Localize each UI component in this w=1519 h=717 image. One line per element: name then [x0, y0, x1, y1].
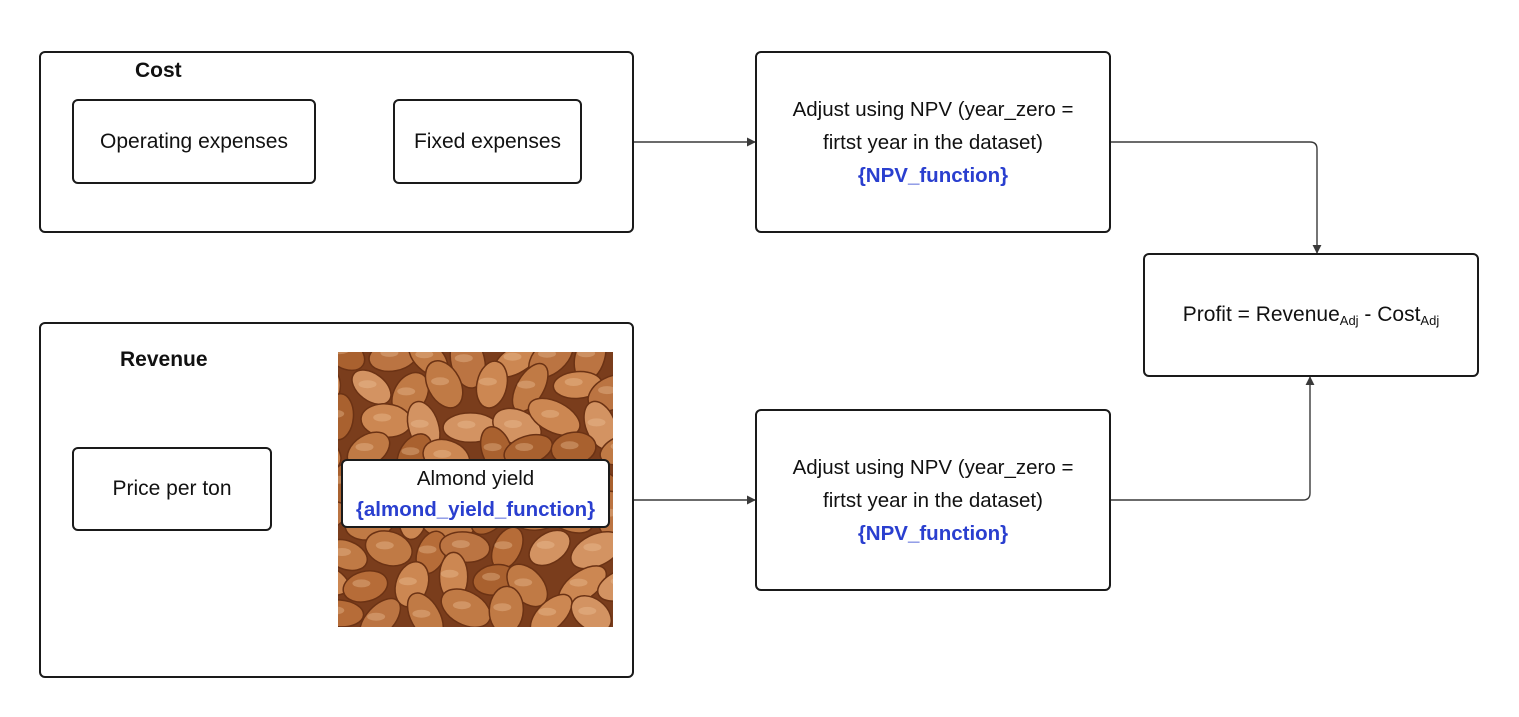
operating-expenses-box: Operating expenses — [72, 99, 316, 184]
arrow-npv-cost-to-profit — [1110, 141, 1322, 254]
npv-revenue-function: {NPV_function} — [857, 521, 1009, 545]
arrow-npv-revenue-to-profit — [1110, 376, 1315, 501]
fixed-expenses-box: Fixed expenses — [393, 99, 582, 184]
cost-adj-subscript: Adj — [1420, 313, 1440, 328]
npv-cost-line1: Adjust using NPV (year_zero = — [792, 97, 1074, 121]
almond-yield-function: {almond_yield_function} — [355, 497, 596, 521]
npv-cost-function: {NPV_function} — [857, 163, 1009, 187]
profit-formula: Profit = RevenueAdj - CostAdj — [1183, 303, 1439, 327]
npv-cost-line2: firtst year in the dataset) — [823, 130, 1043, 154]
npv-revenue-box: Adjust using NPV (year_zero = firtst yea… — [755, 409, 1111, 591]
npv-revenue-line2: firtst year in the dataset) — [823, 488, 1043, 512]
revenue-title: Revenue — [120, 348, 208, 371]
npv-revenue-line1: Adjust using NPV (year_zero = — [792, 455, 1074, 479]
almond-yield-label: Almond yield — [416, 466, 535, 490]
profit-box: Profit = RevenueAdj - CostAdj — [1143, 253, 1479, 377]
price-per-ton-box: Price per ton — [72, 447, 272, 531]
almond-yield-box: Almond yield {almond_yield_function} — [341, 459, 610, 528]
cost-title: Cost — [135, 59, 182, 82]
npv-cost-box: Adjust using NPV (year_zero = firtst yea… — [755, 51, 1111, 233]
profit-middle: - Cost — [1358, 303, 1421, 326]
revenue-adj-subscript: Adj — [1339, 313, 1359, 328]
profit-prefix: Profit = Revenue — [1182, 303, 1340, 326]
